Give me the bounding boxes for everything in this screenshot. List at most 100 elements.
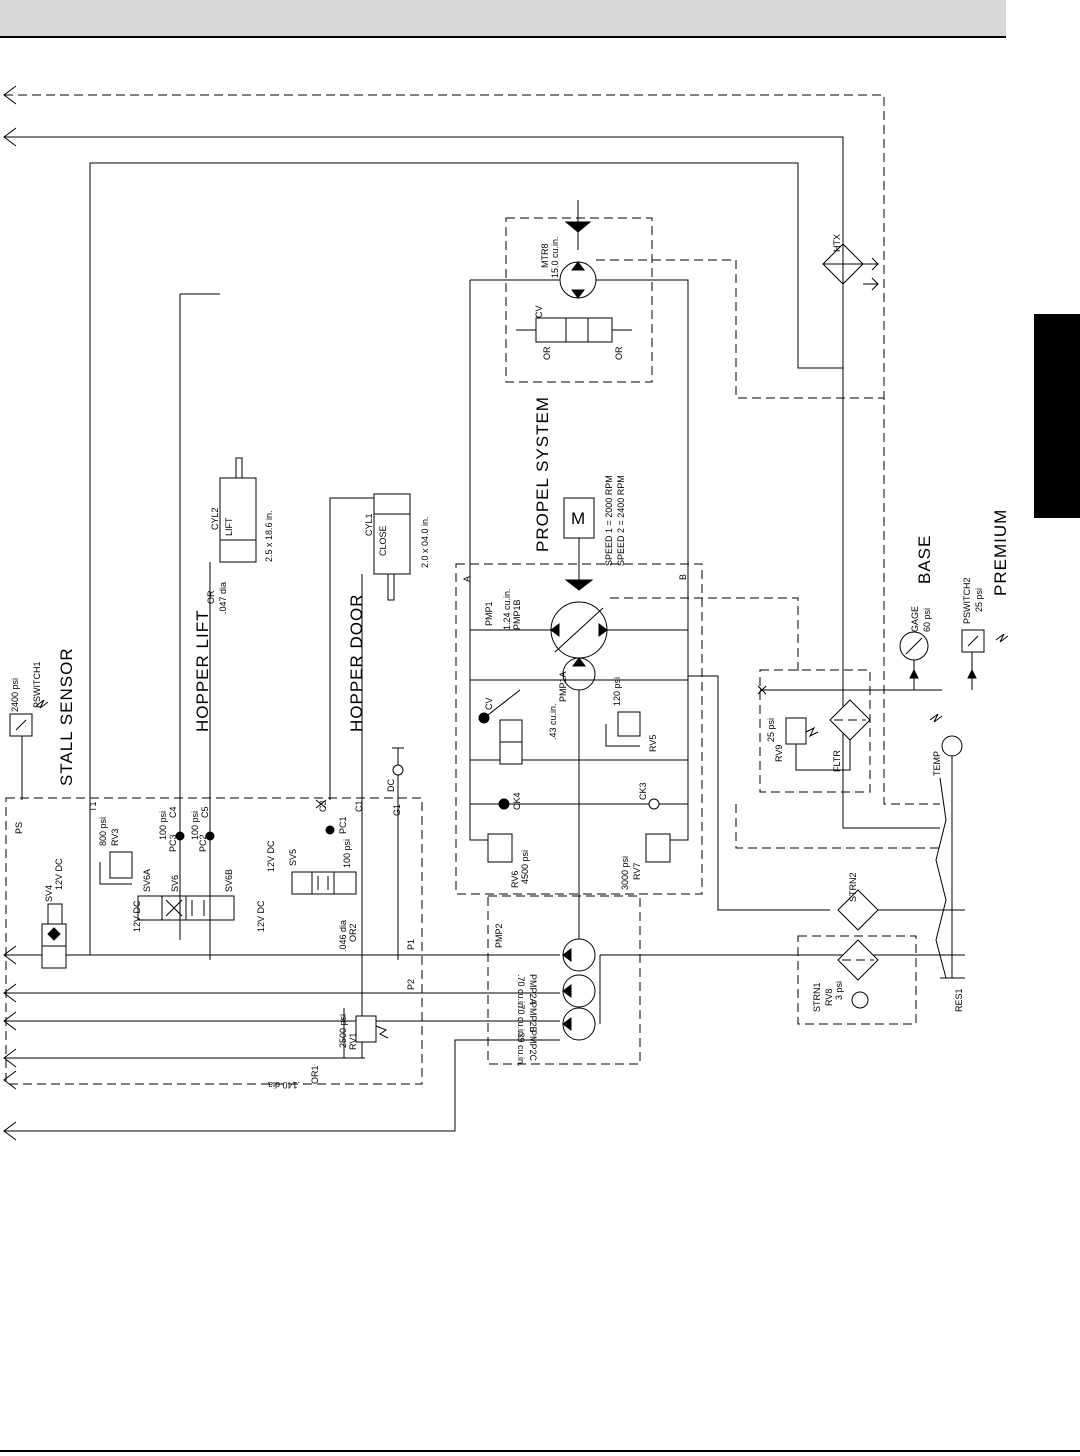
cyl1-action-label: CLOSE bbox=[378, 525, 388, 556]
ck4-label: CK4 bbox=[512, 792, 522, 810]
sv6b-voltage-label: 12V DC bbox=[256, 900, 266, 932]
sv4-valve: SV4 12V DC bbox=[41, 858, 67, 969]
filter-boundary bbox=[759, 669, 871, 793]
sv6a-label: SV6A bbox=[142, 869, 152, 892]
main-lines bbox=[4, 94, 965, 1132]
strn1-label: STRN1 bbox=[812, 982, 822, 1012]
ports-right: DC G1 P1 P2 bbox=[386, 747, 416, 990]
c5-pressure-label: 100 psi bbox=[190, 811, 200, 840]
hopper-lift-group: HOPPER LIFT LIFT CYL2 2.5 x 18.6 in. OR … bbox=[180, 293, 274, 820]
rv9-label: RV9 bbox=[774, 745, 784, 762]
pmp1b-label: PMP1B bbox=[512, 599, 522, 630]
propel-pump-boundary bbox=[455, 563, 703, 895]
hopper-door-group: HOPPER DOOR CYL1 CLOSE 2.0 x 04.0 in. bbox=[329, 493, 430, 1058]
cv-label: CV bbox=[484, 697, 494, 710]
c4-label: C4 bbox=[168, 806, 178, 818]
strn2-strainer: STRN2 bbox=[735, 804, 965, 931]
hopper-door-heading: HOPPER DOOR bbox=[347, 593, 366, 732]
or2-dia-label: .046 dia bbox=[338, 920, 348, 952]
port-b-label: B bbox=[678, 574, 688, 580]
strn1-strainer: STRN1 RV8 3 psi bbox=[812, 939, 879, 1012]
pswitch2-pressure-label: 25 psi bbox=[974, 588, 984, 612]
rv3-relief-valve: 800 psi RV3 bbox=[98, 817, 133, 885]
pmp1-label: PMP1 bbox=[484, 601, 494, 626]
pmp2a-displacement-label: .70 cu.in. bbox=[516, 974, 526, 1011]
premium-heading: PREMIUM bbox=[991, 509, 1010, 596]
sv6-valve: SV6A SV6 SV6B 12V DC 12V DC bbox=[132, 869, 266, 932]
port-p1-label: P1 bbox=[406, 939, 416, 950]
pswitch2-label: PSWITCH2 bbox=[962, 577, 972, 624]
or1-label: OR1 bbox=[310, 1065, 320, 1084]
port-ps-label: PS bbox=[14, 822, 24, 834]
cyl1-size-label: 2.0 x 04.0 in. bbox=[420, 516, 430, 568]
sv5-valve: 12V DC SV5 C3 PC1 100 psi C1 .046 dia OR… bbox=[266, 799, 364, 952]
motor-or-left-label: OR bbox=[542, 346, 552, 360]
ck4-rv6: CK4 RV6 4500 psi bbox=[487, 792, 530, 888]
pmp2b-label: PMP2B bbox=[528, 1002, 538, 1033]
htx-heat-exchanger: HTX bbox=[822, 234, 879, 291]
valve-manifold-boundary bbox=[5, 797, 423, 1085]
rv5-relief-valve: 120 psi RV5 bbox=[605, 677, 658, 752]
sv6-label: SV6 bbox=[170, 875, 180, 892]
motor-or-right-label: OR bbox=[614, 346, 624, 360]
speed1-label: SPEED 1 = 2000 RPM bbox=[604, 475, 614, 566]
pmp1a-pump: PMP1A .43 cu.in. bbox=[548, 657, 596, 940]
dc-label: DC bbox=[386, 779, 396, 792]
hopper-lift-heading: HOPPER LIFT bbox=[193, 610, 212, 732]
ck3-label: CK3 bbox=[638, 782, 648, 800]
rv3-pressure-label: 800 psi bbox=[98, 817, 108, 846]
htx-label: HTX bbox=[832, 234, 842, 252]
strn2-label: STRN2 bbox=[848, 872, 858, 902]
or-lift-label: OR bbox=[206, 590, 216, 604]
stall-sensor: STALL SENSOR 2400 psi PSWITCH1 PS bbox=[9, 647, 76, 834]
or-lift-dia-label: .047 dia bbox=[218, 582, 228, 614]
sv5-voltage-label: 12V DC bbox=[266, 840, 276, 872]
pc1-label: PC1 bbox=[338, 816, 348, 834]
fltr-label: FLTR bbox=[832, 750, 842, 772]
rv5-pressure-label: 120 psi bbox=[612, 677, 622, 706]
pmp2-label: PMP2 bbox=[494, 923, 504, 948]
rv7-label: RV7 bbox=[632, 863, 642, 880]
cyl2-action-label: LIFT bbox=[224, 517, 234, 536]
electric-motor-label: M bbox=[571, 509, 586, 528]
speed2-label: SPEED 2 = 2400 RPM bbox=[616, 475, 626, 566]
cyl2-size-label: 2.5 x 18.6 in. bbox=[264, 510, 274, 562]
sv4-voltage-label: 12V DC bbox=[54, 858, 64, 890]
pmp1-displacement-label: 1.24 cu.in. bbox=[502, 588, 512, 630]
pmp1a-displacement-label: .43 cu.in. bbox=[548, 703, 558, 740]
res1-reservoir: RES1 bbox=[935, 777, 965, 1012]
cyl1-label: CYL1 bbox=[364, 513, 374, 536]
rv1-label: RV1 bbox=[348, 1033, 358, 1050]
pmp2c-label: PMP2C bbox=[528, 1030, 538, 1062]
rv9-relief-valve: 25 psi RV9 bbox=[688, 675, 942, 911]
c4-pressure-label: 100 psi bbox=[158, 811, 168, 840]
pmp1-pump: PMP1 1.24 cu.in. PMP1B A B bbox=[462, 574, 799, 676]
temp-sensor: TEMP bbox=[929, 713, 963, 978]
pc2-label: PC2 bbox=[198, 834, 208, 852]
page-header-bar bbox=[0, 0, 1006, 38]
rv6-pressure-label: 4500 psi bbox=[520, 850, 530, 884]
motor-valve-block: CV OR OR bbox=[516, 305, 632, 360]
pmp2-boundary bbox=[487, 895, 641, 1065]
pmp2a-label: PMP2A bbox=[528, 974, 538, 1005]
port-g1-label: G1 bbox=[392, 804, 402, 816]
sv6a-voltage-label: 12V DC bbox=[132, 900, 142, 932]
port-p2-label: P2 bbox=[406, 979, 416, 990]
pmp1a-label: PMP1A bbox=[558, 671, 568, 702]
rv8-label: RV8 bbox=[824, 989, 834, 1006]
or2-label: OR2 bbox=[348, 923, 358, 942]
c3-label: C3 bbox=[318, 800, 328, 812]
gage-pressure-label: 60 psi bbox=[922, 608, 932, 632]
electric-motor: M SPEED 1 = 2000 RPM SPEED 2 = 2400 RPM bbox=[563, 475, 626, 580]
pc1-pressure-label: 100 psi bbox=[342, 839, 352, 868]
sv6b-label: SV6B bbox=[224, 869, 234, 892]
port-t1-label: T1 bbox=[88, 801, 98, 812]
strn1-boundary bbox=[797, 935, 917, 1025]
port-c1-label: C1 bbox=[354, 800, 364, 812]
gage-label: GAGE bbox=[910, 606, 920, 632]
cv-check-valve: CV bbox=[478, 689, 523, 765]
pmp2-pumps: PMP2 .70 cu.in. PMP2A .70 cu.in. PMP2B .… bbox=[494, 923, 601, 1067]
port-a-label: A bbox=[462, 576, 472, 582]
rv9-pressure-label: 25 psi bbox=[766, 718, 776, 742]
